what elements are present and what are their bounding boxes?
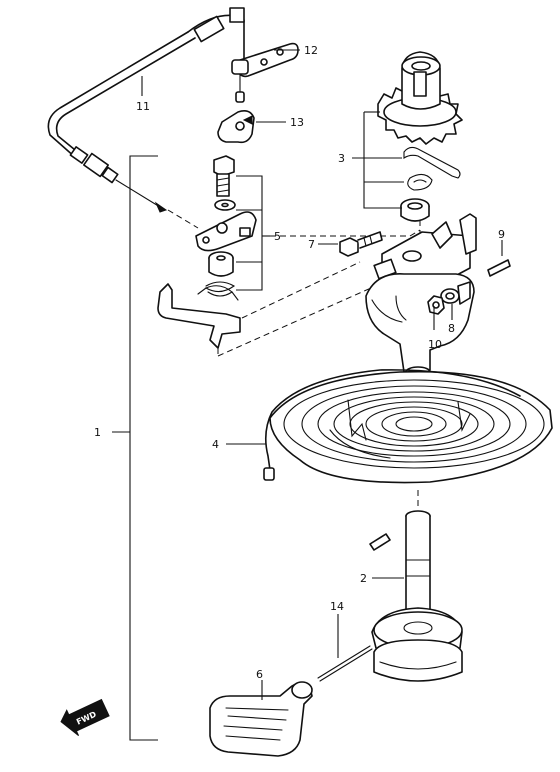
- callout-1: 1: [94, 426, 101, 439]
- callout-13: 13: [290, 116, 304, 129]
- part-2-reel-pulley: [369, 510, 463, 682]
- callout-labels: 1 2 3 4 5 6 7 8 9 10 11 12 13 14: [94, 44, 505, 681]
- callout-11: 11: [136, 100, 150, 113]
- assembly-dashed-lines: [167, 209, 421, 510]
- part-1-assembly-bracket: [112, 155, 158, 741]
- callout-7: 7: [308, 238, 315, 251]
- part-8-pawl-boss: [440, 281, 471, 305]
- callout-5: 5: [274, 230, 281, 243]
- part-11-starter-cable: [47, 7, 245, 213]
- part-9-pin: [487, 240, 511, 277]
- part-5-pawl-lever-assembly: [157, 155, 270, 349]
- part-12-cable-bracket: [231, 42, 299, 103]
- callout-6: 6: [256, 668, 263, 681]
- part-10-nut: [427, 295, 445, 315]
- callout-10: 10: [428, 338, 442, 351]
- callout-3: 3: [338, 152, 345, 165]
- starter-housing: [365, 213, 477, 394]
- part-4-recoil-spring: [226, 369, 553, 484]
- callout-8: 8: [448, 322, 455, 335]
- leader-lines: [141, 49, 453, 330]
- part-14-starter-rope: [317, 614, 373, 682]
- callout-4: 4: [212, 438, 219, 451]
- callout-12: 12: [304, 44, 318, 57]
- fwd-arrow-icon: [60, 698, 110, 737]
- callout-9: 9: [498, 228, 505, 241]
- callout-2: 2: [360, 572, 367, 585]
- fwd-direction-badge: FWD: [60, 698, 110, 737]
- part-6-starter-handle: [209, 680, 313, 757]
- callout-14: 14: [330, 600, 344, 613]
- part-3-ratchet-set: [352, 51, 463, 222]
- part-7-bolt: [318, 231, 383, 257]
- part-13-cable-clamp: [217, 110, 255, 144]
